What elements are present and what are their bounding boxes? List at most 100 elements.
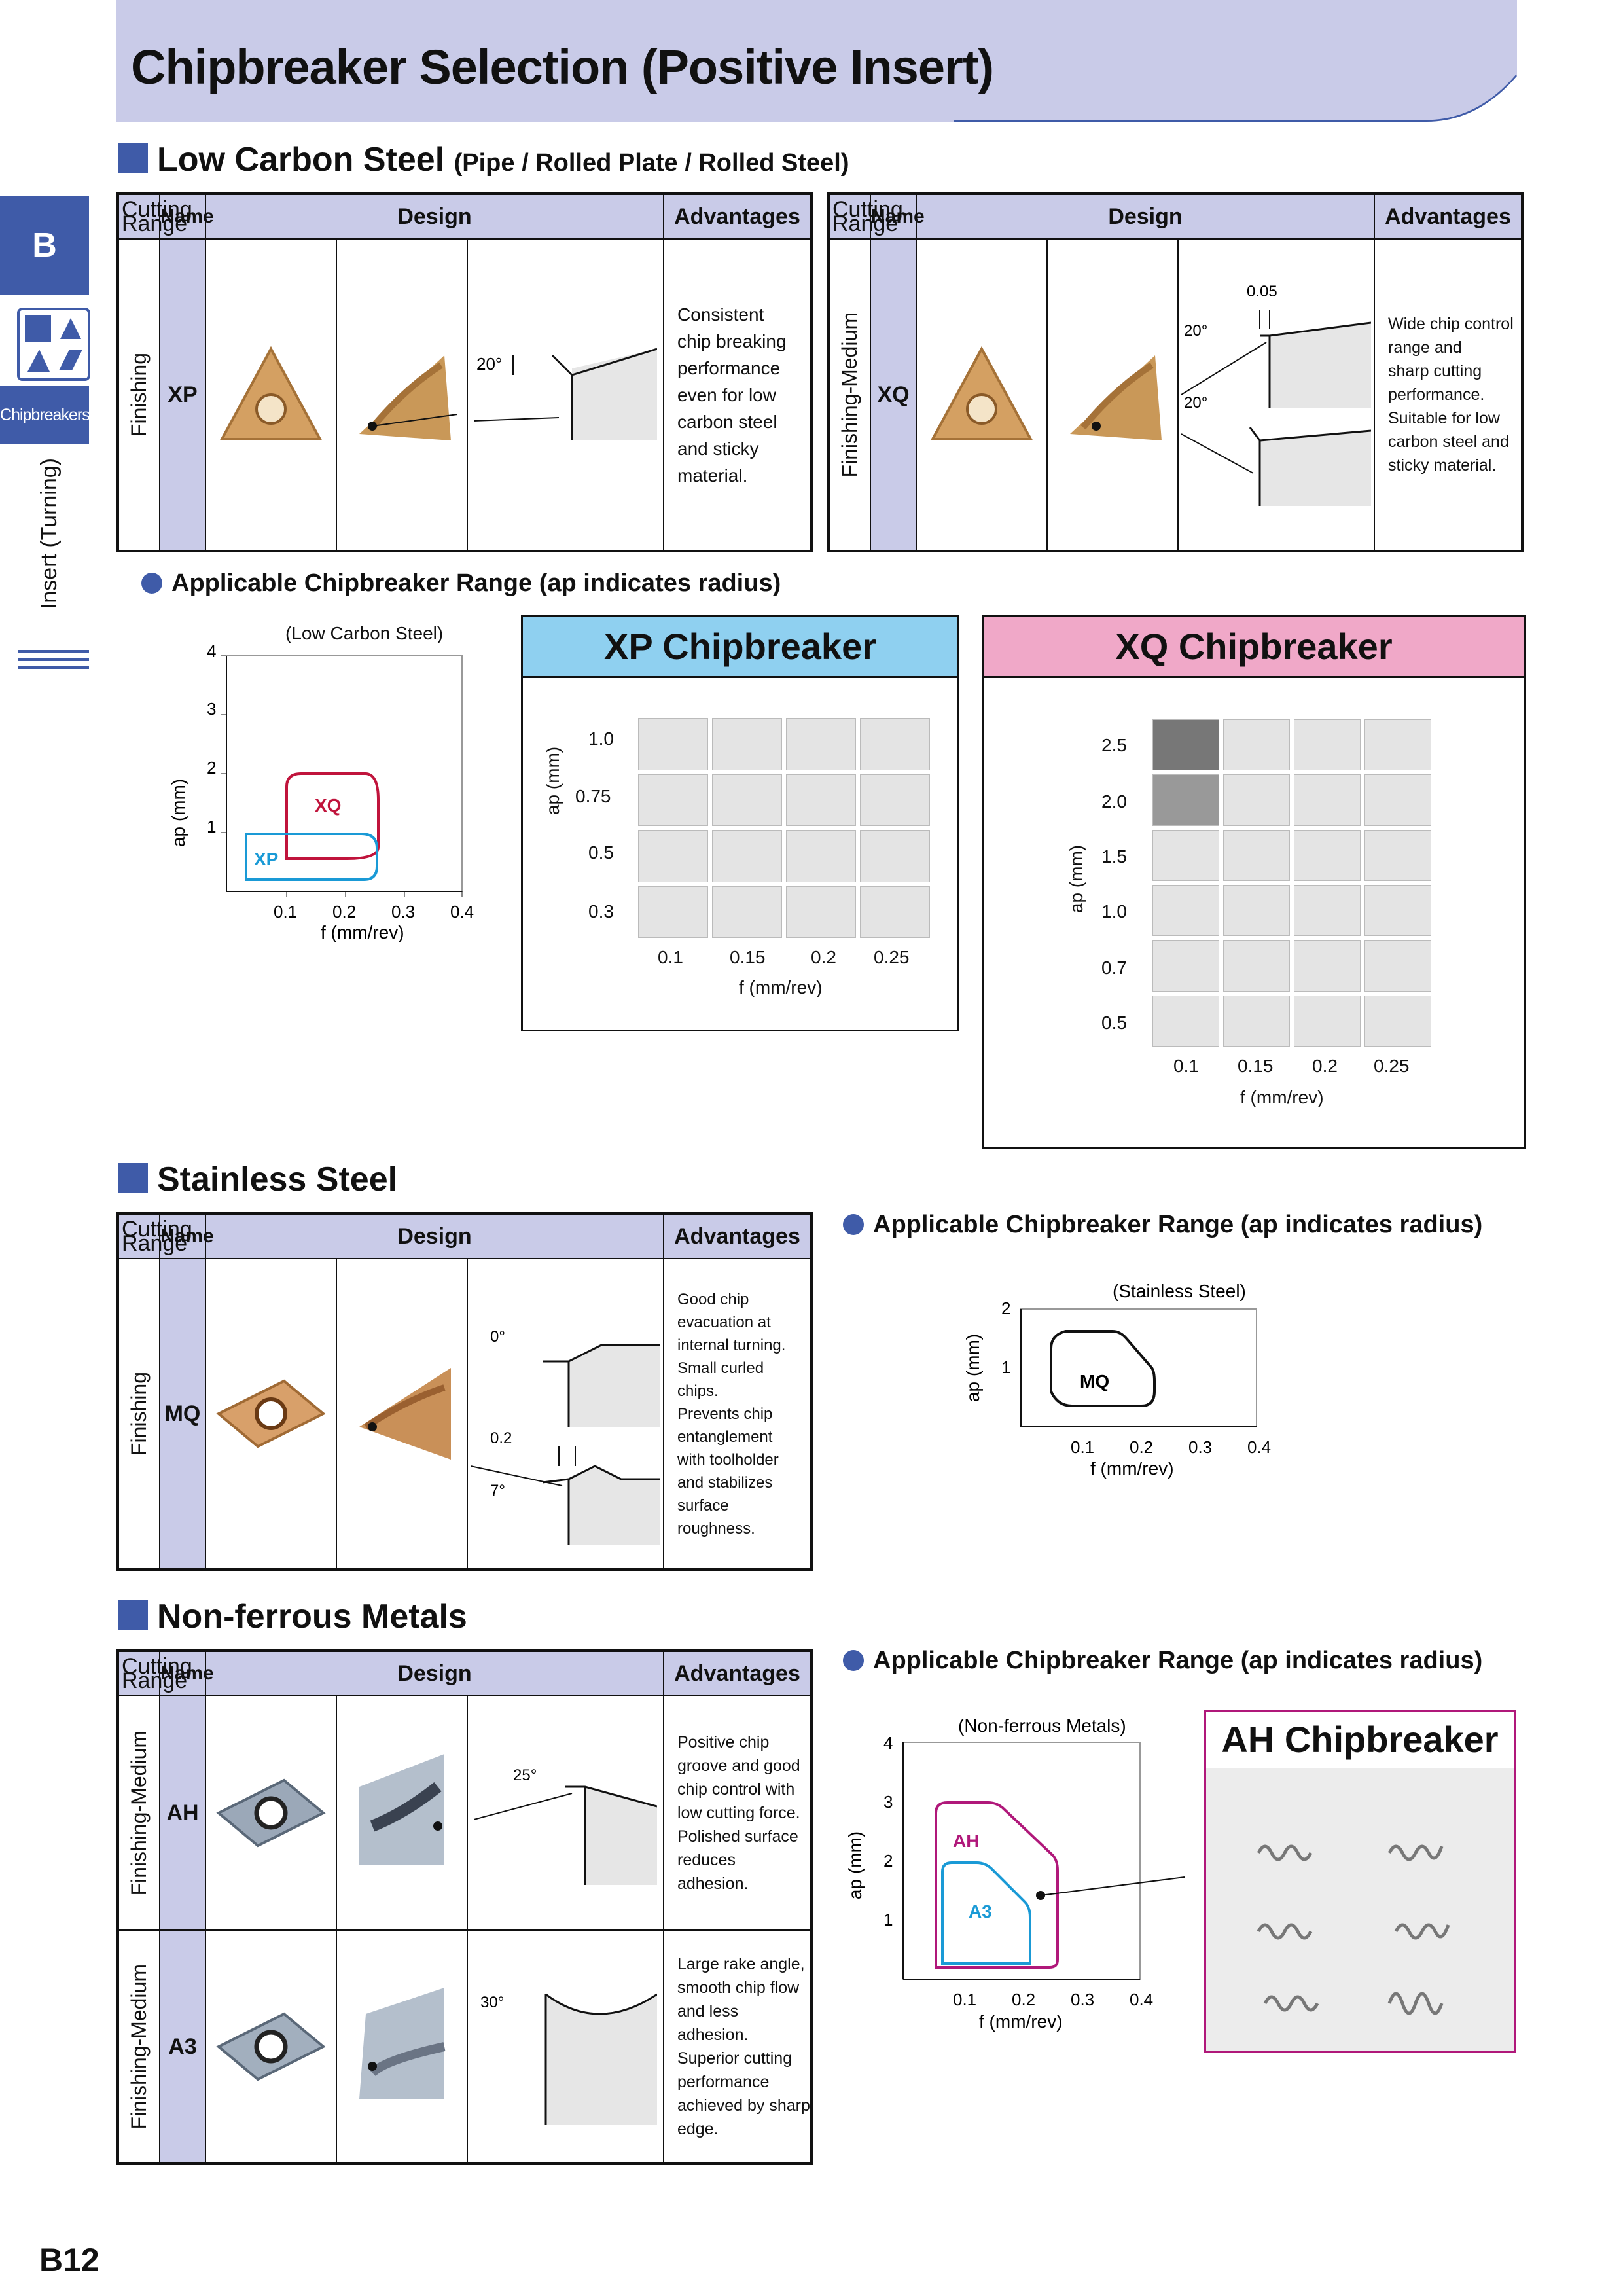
svg-text:0°: 0°	[490, 1328, 505, 1346]
edge-profile-diagram: 25°	[474, 1767, 657, 1885]
x-tick: 0.2	[811, 947, 836, 967]
x-tick: 0.15	[1238, 1056, 1274, 1076]
svg-text:0.3: 0.3	[1188, 1437, 1212, 1457]
xq-chipbreaker-title: XQ Chipbreaker	[984, 617, 1524, 678]
col-advantages: Advantages	[663, 1213, 812, 1259]
svg-text:ap (mm): ap (mm)	[845, 1831, 865, 1899]
chipbreaker-name: AH	[159, 1695, 206, 1931]
svg-text:1: 1	[207, 817, 216, 836]
col-advantages: Advantages	[663, 193, 812, 240]
chip-sample	[786, 830, 856, 882]
series-label-xp: XP	[254, 849, 278, 869]
chip-sample	[1294, 940, 1361, 992]
chip-sample	[1364, 719, 1431, 771]
y-axis-label: ap (mm)	[1066, 844, 1086, 914]
header-curve	[954, 75, 1517, 122]
chip-sample	[860, 886, 930, 938]
chip-sample	[1223, 829, 1290, 881]
chip-samples-image	[1257, 1844, 1450, 2015]
svg-text:4: 4	[883, 1733, 893, 1753]
chip-sample	[786, 774, 856, 826]
col-name: Name	[159, 1650, 214, 1696]
chip-sample	[1294, 995, 1361, 1047]
x-tick: 0.25	[1374, 1056, 1410, 1076]
range-heading-low-carbon: Applicable Chipbreaker Range (ap indicat…	[141, 569, 781, 598]
svg-text:0.3: 0.3	[391, 902, 415, 922]
insert-closeup-image	[359, 1988, 446, 2099]
xp-chipbreaker-title: XP Chipbreaker	[523, 617, 957, 678]
y-tick: 0.7	[1101, 958, 1127, 978]
chip-sample	[638, 718, 708, 770]
range-heading-stainless: Applicable Chipbreaker Range (ap indicat…	[843, 1211, 1482, 1239]
chip-sample	[1152, 829, 1219, 881]
svg-text:4: 4	[207, 641, 216, 661]
insert-closeup-image	[1070, 355, 1162, 440]
chip-sample	[1223, 885, 1290, 937]
xp-chipbreaker-panel: XP Chipbreaker 1.0 0.75 0.5 0.3 ap (mm) …	[521, 615, 959, 1031]
x-axis-label: f (mm/rev)	[1240, 1087, 1324, 1107]
edge-profile-diagram: 30°	[480, 1993, 657, 2125]
chipbreaker-name: XQ	[870, 238, 917, 552]
category-tab-chipbreakers[interactable]: Chipbreakers	[0, 386, 90, 444]
page-title: Chipbreaker Selection (Positive Insert)	[131, 40, 994, 94]
chip-sample	[712, 774, 782, 826]
chip-sample	[1294, 885, 1361, 937]
chip-sample	[638, 830, 708, 882]
svg-text:0.1: 0.1	[274, 902, 297, 922]
edge-profile-diagram: 20°	[474, 348, 657, 440]
chip-sample	[1223, 940, 1290, 992]
svg-text:7°: 7°	[490, 1482, 505, 1499]
svg-text:2: 2	[883, 1851, 893, 1871]
header-band	[116, 0, 1517, 122]
col-advantages: Advantages	[1374, 193, 1523, 240]
chip-sample	[1152, 995, 1219, 1047]
ah-chipbreaker-panel: AH Chipbreaker	[1204, 1710, 1516, 2053]
chip-sample	[860, 830, 930, 882]
series-label-ah: AH	[953, 1831, 979, 1851]
side-vertical-label: Insert (Turning)	[37, 458, 62, 610]
y-tick: 1.0	[588, 728, 614, 749]
chipbreaker-name: MQ	[159, 1258, 206, 1570]
y-axis-label: ap (mm)	[543, 746, 563, 816]
y-tick: 0.3	[588, 901, 614, 922]
svg-text:3: 3	[883, 1792, 893, 1812]
chip-sample	[1294, 829, 1361, 881]
svg-text:2: 2	[1001, 1299, 1010, 1318]
y-tick: 2.5	[1101, 735, 1127, 755]
chip-sample	[1223, 719, 1290, 771]
svg-text:20°: 20°	[1184, 322, 1207, 340]
svg-text:30°: 30°	[480, 1994, 504, 2011]
svg-text:1: 1	[883, 1910, 893, 1929]
side-rule	[18, 658, 89, 661]
chart-title: (Stainless Steel)	[1113, 1281, 1246, 1301]
chip-sample	[860, 718, 930, 770]
svg-text:ap (mm): ap (mm)	[963, 1334, 983, 1402]
x-tick: 0.25	[874, 947, 910, 967]
y-tick: 0.75	[575, 786, 611, 806]
y-tick: 1.5	[1101, 846, 1127, 867]
chart-title: (Non-ferrous Metals)	[958, 1715, 1126, 1736]
cutting-range-label: Finishing-Medium	[127, 1730, 151, 1896]
cutting-range-label: Finishing	[127, 1371, 151, 1456]
svg-text:f (mm/rev): f (mm/rev)	[1090, 1458, 1174, 1479]
svg-text:f (mm/rev): f (mm/rev)	[321, 922, 404, 942]
xq-chipbreaker-panel: XQ Chipbreaker 2.5 2.0 1.5 1.0 0.7 0.5 a…	[982, 615, 1526, 1149]
y-tick: 1.0	[1101, 901, 1127, 922]
chip-sample	[712, 830, 782, 882]
section-tab-b[interactable]: B	[0, 196, 89, 295]
insert-rhombic-image	[216, 1778, 326, 1848]
svg-text:20°: 20°	[1184, 394, 1207, 412]
col-design: Design	[205, 193, 664, 240]
series-xp-region	[245, 833, 378, 881]
insert-rhombic-image	[216, 2012, 326, 2081]
